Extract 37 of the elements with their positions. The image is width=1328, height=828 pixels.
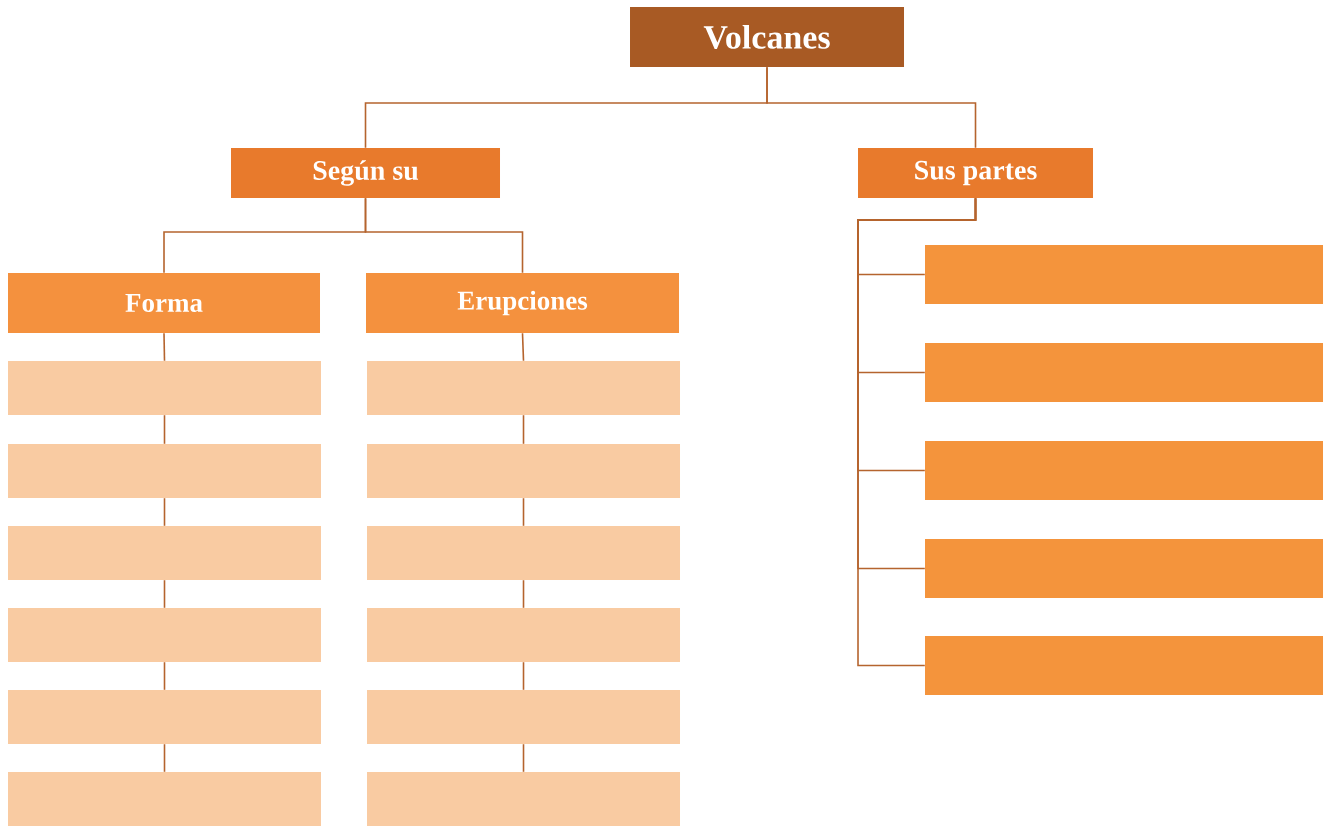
title-box: Volcanes xyxy=(630,7,904,67)
blank-box xyxy=(8,690,321,744)
category-box: Forma xyxy=(8,273,320,333)
blank-box xyxy=(925,441,1323,500)
blank-box xyxy=(8,608,321,662)
blank-box xyxy=(925,245,1323,304)
blank-box xyxy=(8,444,321,498)
blank-box xyxy=(367,444,680,498)
blank-box xyxy=(367,608,680,662)
connector-line xyxy=(163,332,166,362)
blank-box xyxy=(367,361,680,415)
blank-box xyxy=(925,539,1323,598)
connector-line xyxy=(857,197,977,667)
connector-line xyxy=(163,743,166,773)
blank-box xyxy=(367,690,680,744)
blank-box xyxy=(8,526,321,580)
connector-line xyxy=(163,661,166,691)
connector-line xyxy=(522,743,525,773)
blank-box xyxy=(8,772,321,826)
connector-line xyxy=(522,414,525,445)
blank-box xyxy=(8,361,321,415)
blank-box xyxy=(925,343,1323,402)
connector-line xyxy=(522,497,525,527)
category-box: Según su xyxy=(231,148,500,198)
blank-box xyxy=(367,526,680,580)
connector-line xyxy=(364,197,524,274)
category-box: Erupciones xyxy=(366,273,679,333)
connector-line xyxy=(163,579,166,609)
connector-line xyxy=(766,66,977,149)
connector-line xyxy=(522,661,525,691)
connector-line xyxy=(521,332,525,362)
blank-box xyxy=(925,636,1323,695)
category-box: Sus partes xyxy=(858,148,1093,198)
connector-line xyxy=(163,497,166,527)
connector-line xyxy=(522,579,525,609)
blank-box xyxy=(367,772,680,826)
connector-line xyxy=(163,414,166,445)
